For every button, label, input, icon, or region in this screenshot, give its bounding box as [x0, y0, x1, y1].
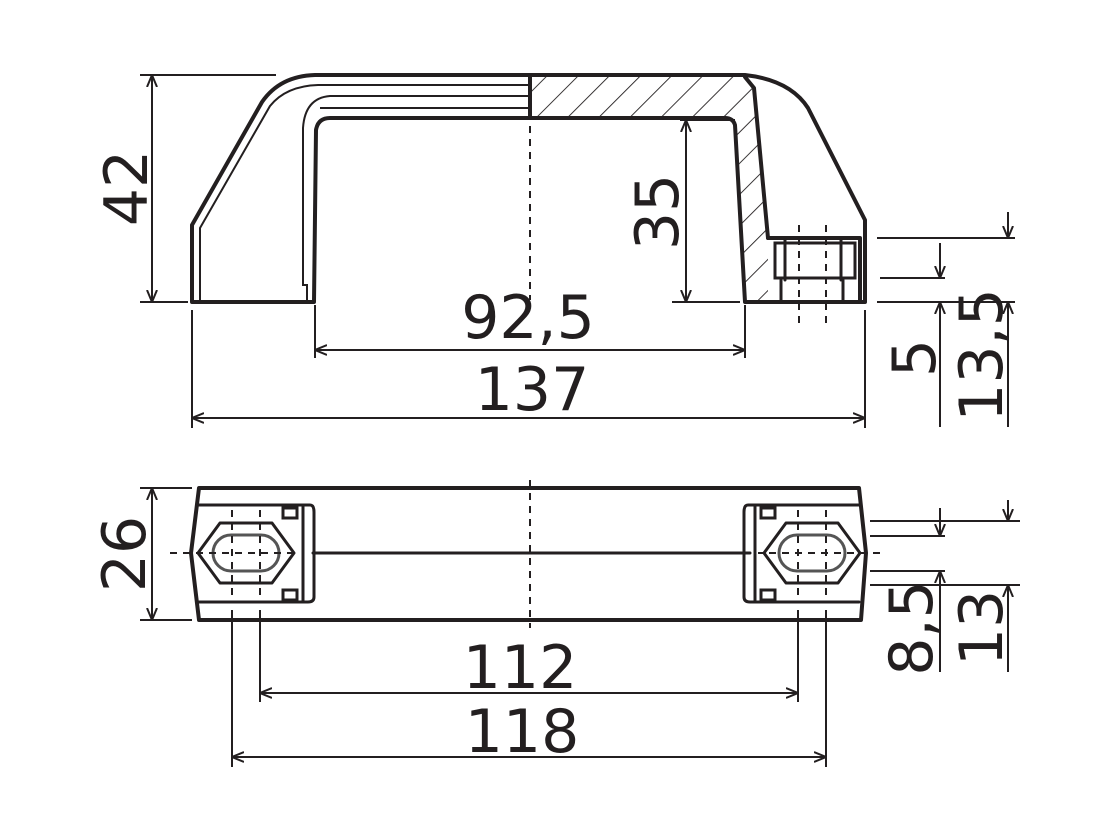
right-mounting-end	[742, 503, 880, 604]
handle-outer-profile	[190, 73, 867, 304]
dim-width: 26	[90, 516, 160, 592]
side-view: 42 35 92,5 137 5 13,5	[92, 73, 1017, 428]
dim-hole-spacing-outer: 118	[465, 697, 580, 767]
handle-edge-line	[199, 84, 530, 302]
dim-hole-spacing-inner: 112	[463, 633, 578, 703]
dim-insert-height: 13,5	[947, 288, 1017, 422]
top-view: 26 112 118 8,5 13	[90, 480, 1020, 767]
dim-overall-length: 137	[475, 355, 590, 425]
dim-overall-height: 42	[92, 150, 162, 226]
handle-top-outline	[189, 486, 868, 622]
dim-hex-width: 13	[947, 590, 1017, 666]
dim-slot-width: 8,5	[877, 580, 947, 675]
left-mounting-end	[170, 503, 316, 604]
threaded-insert	[766, 225, 862, 325]
dim-inner-height: 35	[623, 174, 693, 250]
dim-inner-width: 92,5	[461, 283, 595, 353]
dim-insert-offset: 5	[880, 339, 950, 377]
